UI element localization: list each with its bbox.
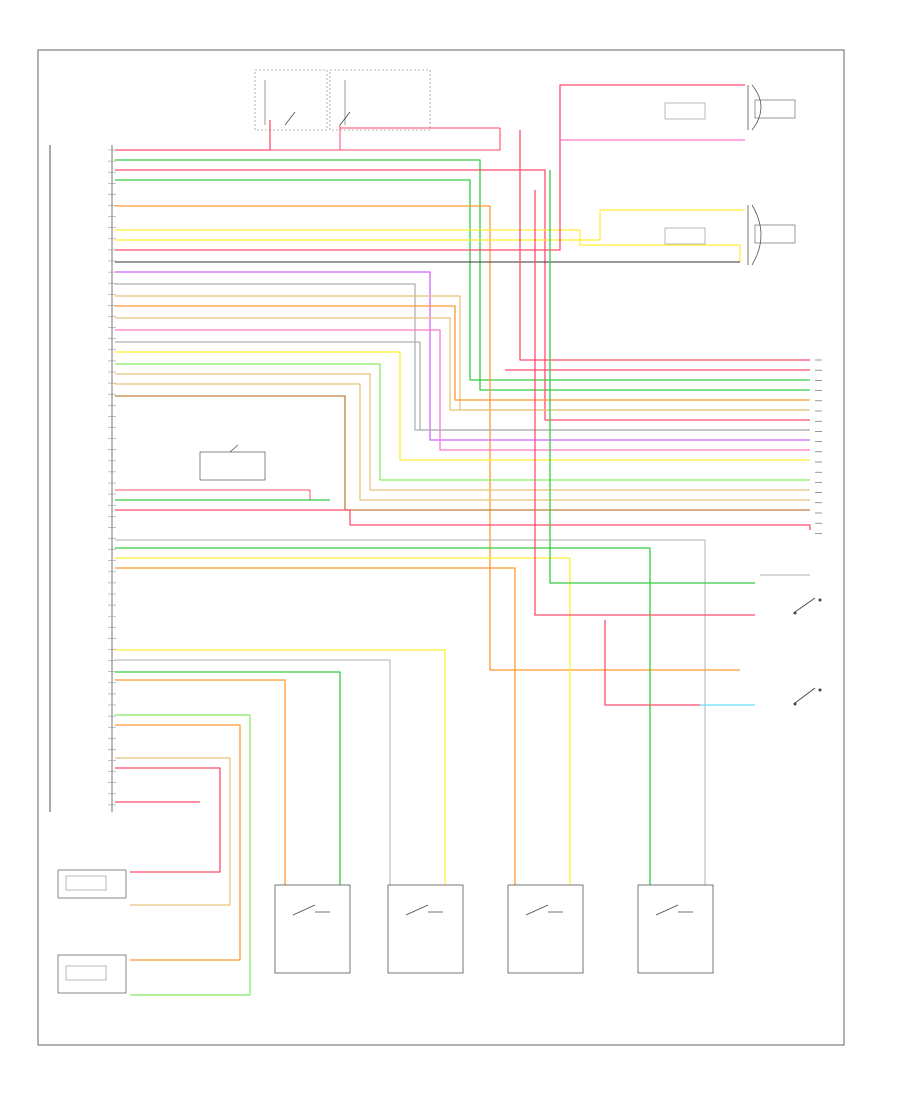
- right-door-switch: [793, 687, 822, 706]
- wire-gray-long: [115, 539, 706, 885]
- wire-green-door: [549, 170, 755, 584]
- wire-fan-4: [115, 317, 810, 411]
- seat-belt-switch-1: [274, 884, 351, 974]
- wire-top-1: [115, 120, 271, 151]
- fuse-block: [254, 69, 431, 131]
- wire-yellow-long: [115, 557, 571, 885]
- wire-yellow-b: [115, 209, 745, 241]
- wire-fan-5: [115, 329, 810, 451]
- wire-red-a: [115, 169, 810, 421]
- seat-belt-switch-3: [507, 884, 584, 974]
- switch-contact: [405, 904, 443, 916]
- wire-green-long: [115, 547, 651, 885]
- wire-low-5: [115, 714, 251, 996]
- wire-low-8: [115, 767, 221, 873]
- wire-green-a: [115, 159, 810, 391]
- wire-group: [115, 84, 811, 996]
- wire-low-1: [115, 649, 446, 885]
- switch-box: [387, 884, 464, 974]
- wire-fan-9: [115, 373, 810, 491]
- wire-orange-a: [115, 205, 740, 671]
- wire-fan-3: [115, 305, 810, 401]
- wire-low-6: [115, 724, 241, 961]
- wire-red-door2: [604, 620, 700, 706]
- wire-low-2: [115, 659, 391, 885]
- right-front-seat-inflator: [57, 954, 127, 994]
- wire-top-2: [115, 125, 501, 151]
- wire-yellow-a: [115, 229, 741, 262]
- right-inflator: [664, 204, 796, 266]
- switch-contact: [525, 904, 563, 916]
- left-front-seat-inflator: [57, 869, 127, 899]
- wire-fan-6: [115, 341, 810, 431]
- seat-belt-switch-2: [387, 884, 464, 974]
- wire-mid-1: [115, 489, 311, 500]
- wire-fan-7: [115, 351, 810, 461]
- seat-belt-switch-4: [637, 884, 714, 974]
- wire-orange-long: [115, 567, 516, 885]
- wire-red-top: [115, 84, 745, 251]
- wire-fan-8: [115, 363, 810, 481]
- wire-low-7: [115, 757, 231, 906]
- pin-ticks: [108, 149, 116, 806]
- wire-low-3: [115, 671, 341, 885]
- wire-mid-3: [115, 509, 811, 530]
- switch-box: [637, 884, 714, 974]
- wire-red-door: [534, 190, 755, 616]
- switch-contact: [292, 904, 330, 916]
- left-inflator: [664, 84, 796, 131]
- wire-fan-0: [115, 271, 810, 441]
- wire-fan-10: [115, 383, 810, 501]
- right-terminals: [815, 359, 822, 534]
- wire-fan-2: [115, 295, 810, 411]
- wire-fan-11: [115, 395, 810, 511]
- wire-red-term: [519, 130, 810, 361]
- diagram-border: [37, 49, 845, 1046]
- wire-green-b: [115, 179, 810, 381]
- wire-low-4: [115, 679, 286, 885]
- bottom-switches: [274, 884, 714, 974]
- switch-contact: [655, 904, 693, 916]
- switch-box: [274, 884, 351, 974]
- left-door-switch: [760, 574, 822, 615]
- switch-box: [507, 884, 584, 974]
- seat-position-sensor: [199, 444, 266, 481]
